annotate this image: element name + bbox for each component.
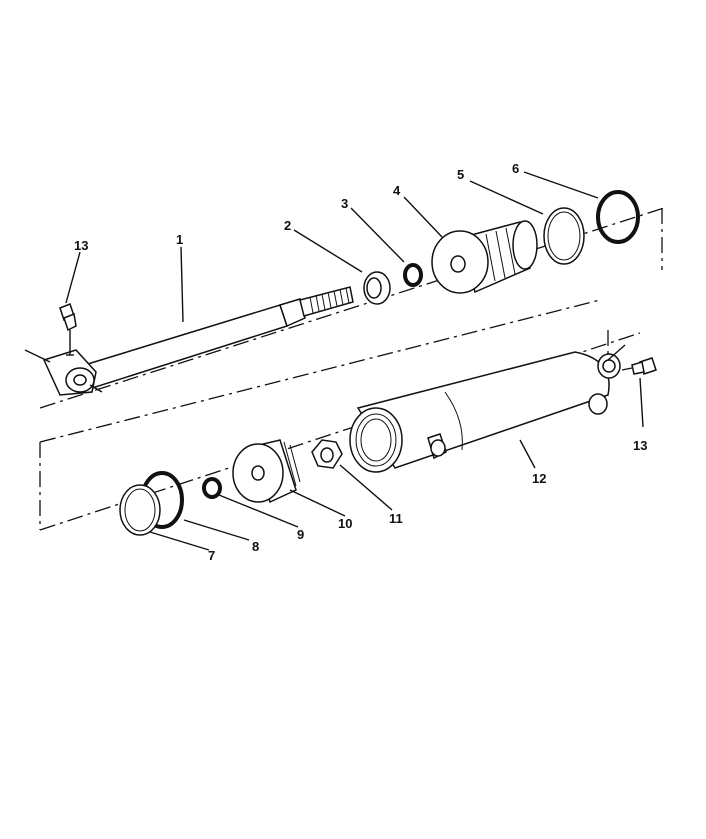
callout-labels: 1 2 3 4 5 6 7 8 9 10 11 12 13 13 <box>74 161 647 563</box>
rod-thread <box>309 287 350 314</box>
callout-13-rod: 13 <box>74 238 88 253</box>
cylinder-barrel <box>349 344 626 473</box>
callout-6: 6 <box>512 161 519 176</box>
backup-ring-gland <box>543 207 585 265</box>
o-ring-large-gland <box>596 190 640 244</box>
callout-12: 12 <box>532 471 546 486</box>
o-ring-small-rod <box>403 263 423 287</box>
callout-2: 2 <box>284 218 291 233</box>
callout-4: 4 <box>393 183 401 198</box>
grease-fitting-rod <box>59 303 77 356</box>
leader-lines <box>65 171 644 551</box>
callout-13-barrel: 13 <box>633 438 647 453</box>
callout-11: 11 <box>389 511 403 526</box>
grease-fitting-barrel <box>621 357 657 375</box>
o-ring-small-piston <box>202 477 222 499</box>
callout-8: 8 <box>252 539 259 554</box>
callout-1: 1 <box>176 232 183 247</box>
callout-3: 3 <box>341 196 348 211</box>
callout-7: 7 <box>208 548 215 563</box>
callout-5: 5 <box>457 167 464 182</box>
wear-ring <box>119 484 161 536</box>
callout-9: 9 <box>297 527 304 542</box>
piston-rod <box>24 286 354 396</box>
cylinder-gland <box>431 220 538 294</box>
piston <box>232 439 301 504</box>
piston-nut <box>311 439 343 469</box>
wiper-ring <box>363 271 391 305</box>
callout-10: 10 <box>338 516 352 531</box>
